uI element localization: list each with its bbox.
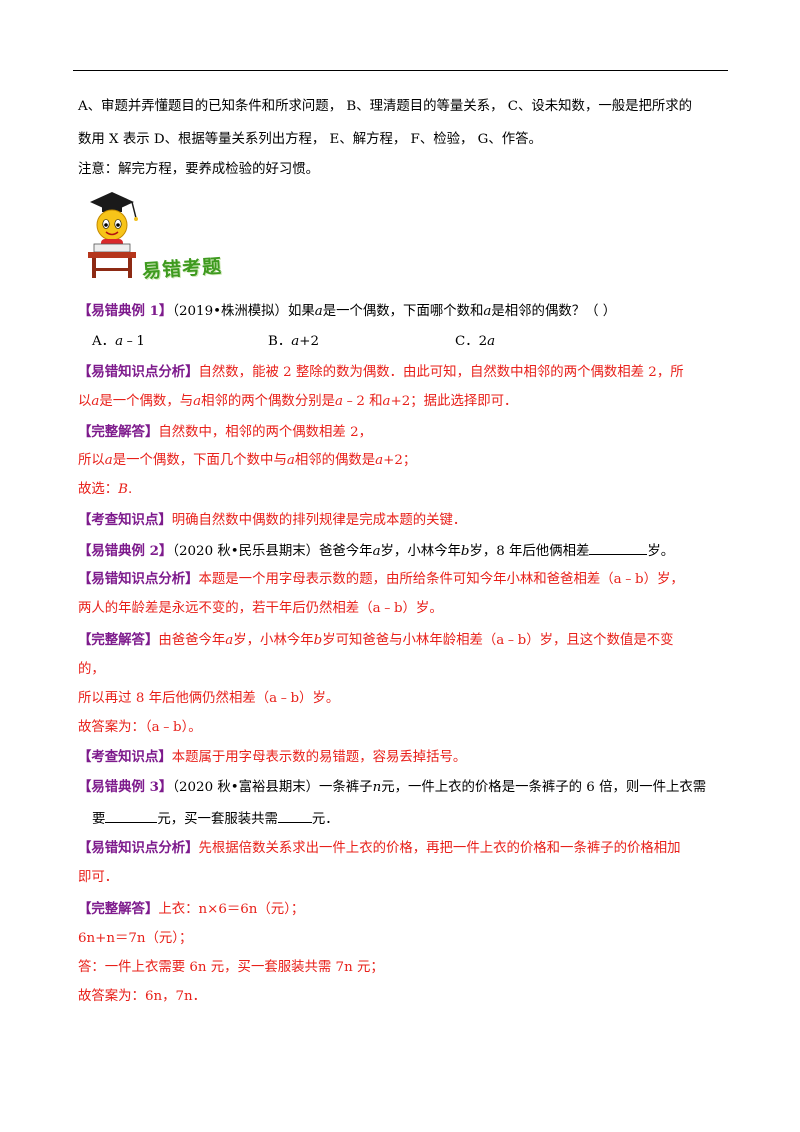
example-2-answer-blank[interactable]	[589, 541, 648, 555]
example-1-option-a: A．a﹣1	[92, 334, 145, 349]
tag-example-2: 【易错典例 2】	[78, 543, 173, 559]
example-2-answer-4: 故答案为：（a﹣b）。	[78, 720, 202, 735]
example-2-analysis-2: 两人的年龄差是永远不变的，若干年后仍然相差（a﹣b）岁。	[78, 601, 443, 616]
example-3-question-2: 要元，买一套服装共需元．	[92, 809, 339, 829]
intro-line-1: A、审题并弄懂题目的已知条件和所求问题， B、理清题目的等量关系， C、设未知数…	[78, 99, 693, 114]
example-2-point: 【考查知识点】本题属于用字母表示数的易错题，容易丢掉括号。	[78, 749, 467, 765]
example-3-analysis-1: 【易错知识点分析】先根据倍数关系求出一件上衣的价格，再把一件上衣的价格和一条裤子…	[78, 840, 681, 856]
example-3-blank-2[interactable]	[277, 809, 312, 823]
tag-answer: 【完整解答】	[78, 424, 159, 440]
example-1-option-b: B．a+2	[268, 334, 319, 349]
example-3-blank-1[interactable]	[105, 809, 158, 823]
example-1-answer-1: 【完整解答】自然数中，相邻的两个偶数相差 2，	[78, 424, 372, 440]
example-3-answer-4: 故答案为：6n，7n．	[78, 989, 207, 1004]
intro-line-2: 数用 X 表示 D、根据等量关系列出方程， E、解方程， F、检验， G、作答。	[78, 132, 542, 147]
example-2-answer-1: 【完整解答】由爸爸今年a岁，小林今年b岁可知爸爸与小林年龄相差（a﹣b）岁，且这…	[78, 632, 674, 648]
example-1-option-c: C．2a	[455, 334, 496, 349]
example-2-question: 【易错典例 2】（2020 秋•民乐县期末）爸爸今年a岁，小林今年b岁，8 年后…	[78, 541, 675, 559]
mascot-section-banner: 易错考题	[86, 192, 236, 284]
example-1-point: 【考查知识点】明确自然数中偶数的排列规律是完成本题的关键．	[78, 512, 467, 528]
example-3-answer-1: 【完整解答】上衣：n×6＝6n（元）；	[78, 901, 305, 917]
tag-example-1: 【易错典例 1】	[78, 303, 173, 319]
section-title: 易错考题	[141, 255, 223, 283]
intro-note: 注意：解完方程，要养成检验的好习惯。	[78, 162, 320, 177]
mascot-illustration	[88, 192, 138, 278]
example-1-answer-2: 所以a是一个偶数，下面几个数中与a相邻的偶数是a+2；	[78, 453, 417, 468]
example-3-answer-3: 答：一件上衣需要 6n 元，买一套服装共需 7n 元；	[78, 960, 384, 975]
example-1-answer-3: 故选：B.	[78, 482, 133, 497]
example-1-analysis-1: 【易错知识点分析】自然数，能被 2 整除的数为偶数．由此可知，自然数中相邻的两个…	[78, 364, 684, 380]
example-3-question: 【易错典例 3】（2020 秋•富裕县期末）一条裤子n元，一件上衣的价格是一条裤…	[78, 779, 707, 795]
example-1-question: 【易错典例 1】（2019•株洲模拟）如果a是一个偶数，下面哪个数和a是相邻的偶…	[78, 303, 617, 319]
example-2-answer-2: 的，	[78, 662, 105, 677]
example-2-answer-3: 所以再过 8 年后他俩仍然相差（a﹣b）岁。	[78, 691, 340, 706]
tag-point: 【考查知识点】	[78, 512, 172, 528]
example-1-analysis-2: 以a是一个偶数，与a相邻的两个偶数分别是a﹣2 和a+2；据此选择即可．	[78, 394, 518, 409]
example-3-analysis-2: 即可．	[78, 870, 119, 885]
example-3-answer-2: 6n+n＝7n（元）；	[78, 931, 193, 946]
example-2-analysis-1: 【易错知识点分析】本题是一个用字母表示数的题，由所给条件可知今年小林和爸爸相差（…	[78, 571, 684, 587]
header-rule	[73, 70, 728, 71]
tag-example-3: 【易错典例 3】	[78, 779, 173, 795]
tag-analysis: 【易错知识点分析】	[78, 364, 199, 380]
